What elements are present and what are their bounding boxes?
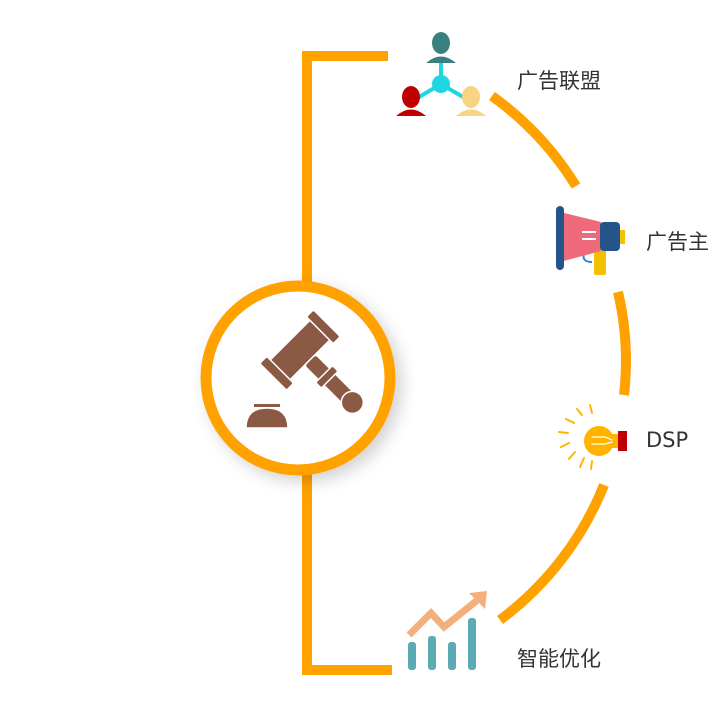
network-people-icon bbox=[396, 32, 486, 116]
node-label-ad-network: 广告联盟 bbox=[517, 69, 601, 93]
arc-segment-3 bbox=[497, 483, 609, 625]
bracket-top bbox=[302, 51, 388, 290]
megaphone-icon bbox=[556, 206, 625, 275]
arc-segment-2 bbox=[613, 290, 631, 396]
bracket-bottom bbox=[302, 470, 392, 675]
gavel-icon bbox=[245, 309, 365, 429]
lightbulb-icon bbox=[558, 404, 627, 470]
arc-segment-1 bbox=[489, 91, 581, 189]
growth-chart-icon bbox=[406, 591, 487, 670]
center-circle bbox=[200, 280, 396, 476]
node-label-advertiser: 广告主 bbox=[646, 230, 709, 254]
bracket-lines bbox=[302, 51, 631, 675]
node-label-smart-optimization: 智能优化 bbox=[517, 647, 601, 671]
node-label-dsp: DSP bbox=[646, 428, 689, 452]
